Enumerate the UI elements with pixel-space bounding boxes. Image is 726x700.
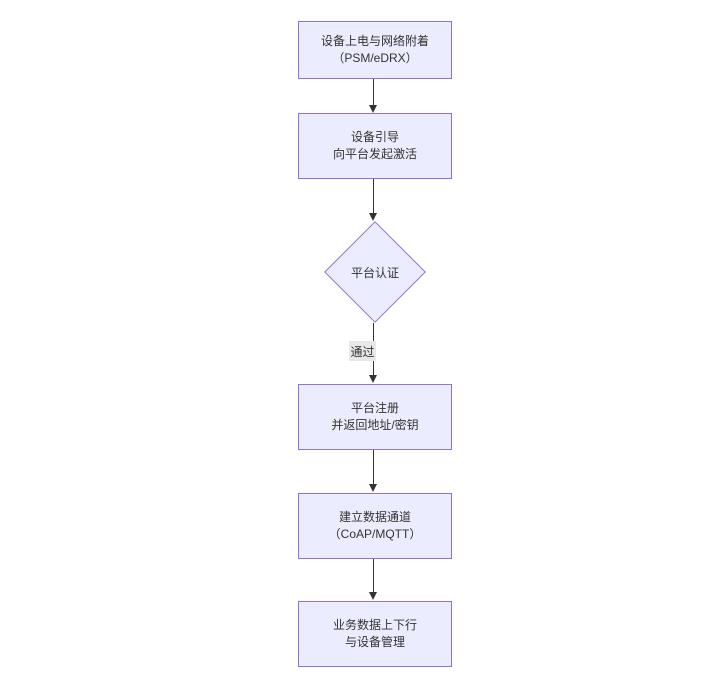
- node-auth-decision-label: 平台认证: [350, 265, 399, 280]
- node-bootstrap-line1: 设备引导: [350, 130, 399, 144]
- arrowhead-icon: [369, 213, 377, 221]
- node-bootstrap: 设备引导 向平台发起激活: [298, 113, 452, 179]
- arrow-line-4: [373, 450, 374, 485]
- arrow-line-5: [373, 559, 374, 593]
- arrow-line-1: [373, 79, 374, 106]
- node-business-line2: 与设备管理: [344, 635, 405, 649]
- node-auth-decision: 平台认证: [324, 221, 426, 323]
- node-data-channel-line2: （CoAP/MQTT）: [328, 527, 422, 541]
- node-business-line1: 业务数据上下行: [332, 618, 417, 632]
- node-register-line2: 并返回地址/密钥: [331, 418, 419, 432]
- node-bootstrap-line2: 向平台发起激活: [332, 147, 417, 161]
- node-register-line1: 平台注册: [350, 401, 399, 415]
- arrowhead-icon: [369, 105, 377, 113]
- arrowhead-icon: [369, 484, 377, 492]
- arrowhead-icon: [369, 375, 377, 383]
- node-power-attach: 设备上电与网络附着 （PSM/eDRX）: [298, 21, 452, 79]
- node-power-attach-line2: （PSM/eDRX）: [332, 51, 418, 65]
- node-business: 业务数据上下行 与设备管理: [298, 601, 452, 667]
- arrowhead-icon: [369, 592, 377, 600]
- arrow-line-2: [373, 179, 374, 214]
- node-data-channel-line1: 建立数据通道: [338, 510, 411, 524]
- node-data-channel: 建立数据通道 （CoAP/MQTT）: [298, 493, 452, 559]
- node-register: 平台注册 并返回地址/密钥: [298, 384, 452, 450]
- node-power-attach-line1: 设备上电与网络附着: [320, 34, 429, 48]
- edge-label-pass: 通过: [349, 341, 376, 361]
